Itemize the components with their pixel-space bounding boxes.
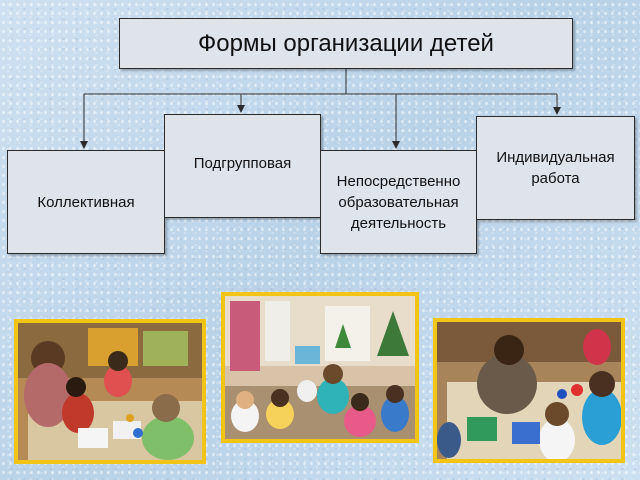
- form-box-individual: Индивидуальная работа: [476, 116, 635, 220]
- form-box-subgroup: Подгрупповая: [164, 114, 321, 218]
- photo-direct-educational-illustration: [225, 296, 415, 439]
- title-box: Формы организации детей: [119, 18, 573, 69]
- photo-collective-illustration: [18, 323, 202, 460]
- form-box-direct-educational: Непосредственно образовательная деятельн…: [320, 150, 477, 254]
- photo-collective: [14, 319, 206, 464]
- form-box-collective: Коллективная: [7, 150, 165, 254]
- photo-direct-educational: [221, 292, 419, 443]
- photo-individual: [433, 318, 625, 463]
- photo-individual-illustration: [437, 322, 621, 459]
